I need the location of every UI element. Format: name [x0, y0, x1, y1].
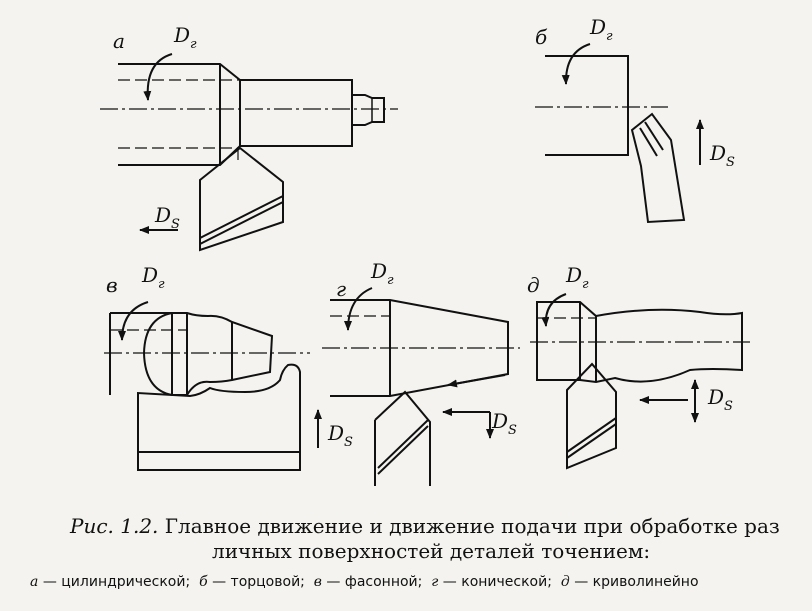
- diagram-g: [322, 287, 520, 486]
- caption-line-2: личных поверхностей деталей точением:: [212, 539, 651, 563]
- diagram-d: [530, 293, 750, 470]
- label-b: б: [535, 25, 548, 49]
- feed-motion-label-g: DS: [491, 409, 517, 438]
- cutting-tool-b: [630, 112, 686, 224]
- label-g: г: [336, 277, 346, 301]
- main-motion-label-v: Dг: [141, 263, 165, 292]
- caption-text-1: Главное движение и движение подачи при о…: [164, 514, 780, 538]
- main-motion-label-d: Dг: [565, 263, 589, 292]
- label-d: д: [527, 273, 540, 297]
- legend-item-d: д — криволинейно: [560, 574, 699, 590]
- label-v: в: [106, 273, 118, 297]
- main-motion-label-g: Dг: [370, 259, 394, 288]
- diagram-v: [104, 301, 322, 471]
- legend-item-a: а — цилиндрической;: [30, 574, 191, 590]
- caption-legend: а — цилиндрической; б — торцовой; в — фа…: [30, 574, 699, 590]
- caption-prefix: Рис. 1.2.: [70, 514, 159, 538]
- cutting-tool-d: [566, 362, 617, 470]
- cutting-tool-v: [137, 363, 301, 471]
- legend-item-v: в — фасонной;: [313, 574, 423, 590]
- label-a: а: [113, 29, 125, 53]
- main-motion-label-a: Dг: [173, 23, 197, 52]
- cutting-tool-g: [374, 390, 431, 486]
- diagram-a: [100, 53, 398, 252]
- rotation-arrow-a: [143, 53, 173, 101]
- feed-motion-label-a: DS: [154, 203, 180, 232]
- turning-motions-figure: а б в г д Dг Dг Dг Dг Dг DS DS DS DS DS: [100, 15, 750, 486]
- feed-arrow-g-oblique: [447, 374, 506, 388]
- rotation-arrow-d: [541, 293, 567, 327]
- profile-v: [142, 312, 274, 396]
- tailstock-center-a: [352, 94, 385, 126]
- diagram-b: [535, 43, 704, 224]
- rotation-arrow-v: [118, 301, 149, 341]
- legend-item-b: б — торцовой;: [199, 574, 305, 590]
- cutting-tool-a: [199, 146, 284, 252]
- legend-item-g: г — конической;: [431, 574, 552, 590]
- feed-motion-label-b: DS: [709, 141, 735, 170]
- feed-motion-label-v: DS: [327, 421, 353, 450]
- rotation-arrow-g: [344, 287, 373, 331]
- main-motion-label-b: Dг: [589, 15, 613, 44]
- workpiece-a: [118, 63, 353, 166]
- caption-line-1: Рис. 1.2. Главное движение и движение по…: [70, 514, 780, 538]
- feed-motion-label-d: DS: [707, 385, 733, 414]
- workpiece-v: [109, 312, 172, 395]
- workpiece-b: [545, 55, 629, 156]
- rotation-arrow-b: [561, 43, 591, 85]
